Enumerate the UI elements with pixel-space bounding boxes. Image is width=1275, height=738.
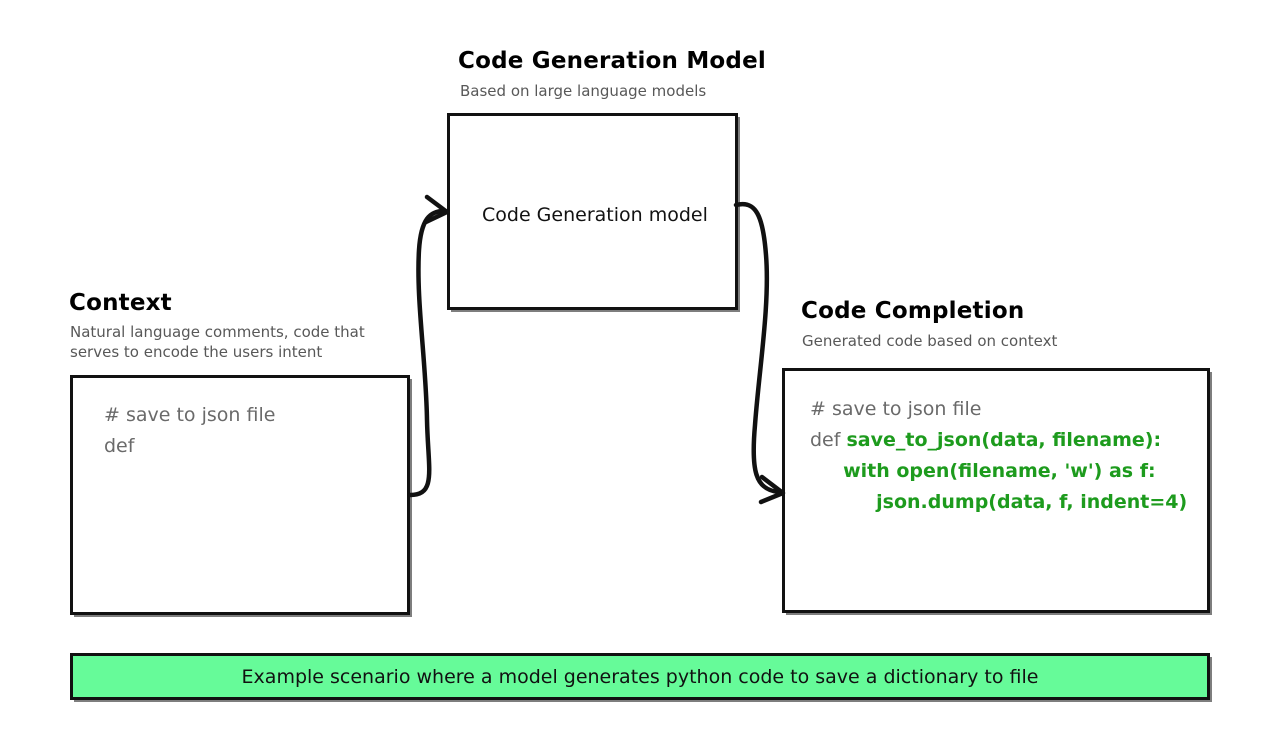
model-node-box[interactable]: Code Generation model [447, 113, 738, 310]
arrow-model-to-completion-head [758, 474, 786, 505]
completion-code-comment-line: # save to json file [810, 398, 982, 420]
context-node-box[interactable]: # save to json file def [70, 375, 410, 615]
model-node-title: Code Generation Model [458, 48, 766, 74]
context-code-comment-line: # save to json file [104, 404, 276, 426]
completion-code-def-keyword: def [810, 429, 847, 451]
completion-code-generated-line-2: with open(filename, 'w') as f: [810, 460, 1156, 482]
context-node-subtitle: Natural language comments, code that ser… [70, 323, 365, 361]
arrow-context-to-model-path [407, 208, 447, 498]
context-code-block: # save to json file def [104, 400, 275, 462]
completion-node-box[interactable]: # save to json file def save_to_json(data… [782, 368, 1210, 613]
completion-code-generated-line-3: json.dump(data, f, indent=4) [810, 491, 1188, 513]
completion-node-subtitle: Generated code based on context [802, 332, 1058, 350]
completion-code-block: # save to json file def save_to_json(data… [810, 394, 1187, 518]
caption-banner: Example scenario where a model generates… [70, 653, 1210, 700]
completion-node-title: Code Completion [801, 298, 1025, 324]
arrow-model-to-completion-path [733, 201, 782, 495]
context-code-def-line: def [104, 435, 135, 457]
model-node-box-label: Code Generation model [482, 204, 708, 226]
completion-code-generated-line-1: save_to_json(data, filename): [846, 429, 1162, 451]
arrow-context-to-model-head [423, 194, 450, 225]
model-node-subtitle: Based on large language models [460, 82, 707, 100]
context-node-title: Context [69, 290, 172, 316]
caption-banner-text: Example scenario where a model generates… [241, 665, 1039, 688]
